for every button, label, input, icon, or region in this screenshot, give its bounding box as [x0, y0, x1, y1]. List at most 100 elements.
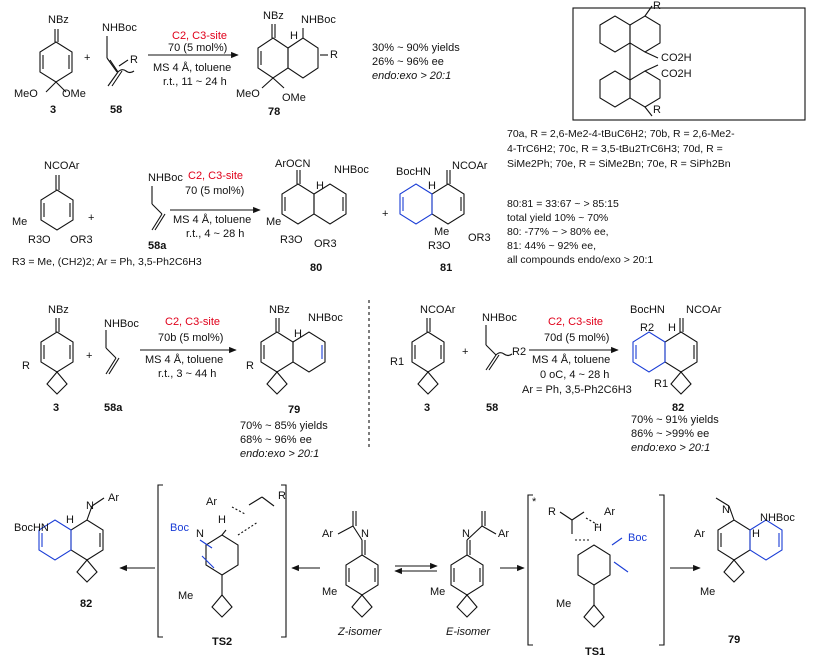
condition-time-row3r: 0 oC, 4 ~ 28 h: [540, 369, 610, 381]
plus-sign-row2: +: [88, 212, 95, 224]
result-ee-81: 81: 44% ~ 92% ee,: [507, 240, 597, 252]
p80-h-label: H: [316, 180, 324, 192]
ts2-n: N: [196, 528, 204, 540]
sm2-r-label: R: [130, 54, 138, 66]
p80-nhboc-label: NHBoc: [334, 164, 369, 176]
product-ome-label: OMe: [282, 92, 306, 104]
p80-or-label: R3O: [280, 234, 303, 246]
condition-catalyst-row2: 70 (5 mol%): [185, 185, 245, 197]
r3r-ncoar-label: NCOAr: [420, 304, 456, 316]
structure-81: [399, 170, 465, 225]
structure-3-row3-left: [40, 318, 74, 395]
compound-number-82-row3: 82: [672, 402, 685, 414]
z-ar: Ar: [322, 528, 333, 540]
condition-site: C2, C3-site: [172, 30, 228, 42]
compound-number-58a: 58a: [148, 240, 167, 252]
structure-3-row2: [40, 175, 74, 231]
p81-bochn-label: BocHN: [396, 166, 431, 178]
ts1-me: Me: [556, 598, 572, 610]
plus-sign: +: [84, 52, 91, 64]
condition-solvent-row3: MS 4 Å, toluene: [145, 354, 224, 366]
catalyst-box: [572, 7, 806, 121]
condition-catalyst-row3: 70b (5 mol%): [158, 332, 224, 344]
structure-3-row3-right: [411, 318, 445, 395]
structure-3-row1: [39, 29, 73, 93]
catalyst-r-bottom: R: [653, 104, 661, 116]
ts1-bracket-left: [527, 494, 533, 646]
p80-me-label: Me: [266, 216, 282, 228]
condition-time-row2: r.t., 4 ~ 28 h: [186, 228, 245, 240]
e-ar: Ar: [498, 528, 509, 540]
r3r-prod-r1: R1: [654, 378, 669, 390]
result-endo: all compounds endo/exo > 20:1: [507, 254, 654, 266]
e-isomer-label: E-isomer: [446, 626, 491, 638]
yield-range-82: 70% ~ 91% yields: [631, 414, 719, 426]
r3l-prod-nbz: NBz: [269, 304, 290, 316]
ts2-bracket-left: [157, 484, 163, 638]
compound-number-82-row4: 82: [80, 598, 93, 610]
ts1-ar: Ar: [604, 506, 615, 518]
plus-sign-row3r: +: [462, 346, 469, 358]
p81-or2-label: OR3: [468, 232, 491, 244]
product-nbz-label: NBz: [263, 10, 284, 22]
p81-h-label: H: [428, 180, 436, 192]
p81-me-label: Me: [434, 226, 450, 238]
compound-number-58-row3r: 58: [486, 402, 499, 414]
product-h-label: H: [290, 30, 298, 42]
condition-ar-row3r: Ar = Ph, 3,5-Ph2C6H3: [522, 384, 632, 396]
r3l-prod-nhboc: NHBoc: [308, 312, 343, 324]
sm1-meo-label: MeO: [14, 88, 38, 100]
sm1-group-label: NBz: [48, 14, 69, 26]
condition-site-row3: C2, C3-site: [165, 316, 221, 328]
p81-or-label: R3O: [428, 240, 451, 252]
plus-sign-row2b: +: [382, 208, 389, 220]
compound-number-78: 78: [268, 106, 281, 118]
ts1-label: TS1: [585, 646, 606, 658]
compound-number-79-row4: 79: [728, 634, 741, 646]
structure-79-row3: [260, 318, 326, 395]
e-isomer-structure: [450, 511, 497, 618]
compound-number-3: 3: [50, 104, 57, 116]
sm3-or-label: R3O: [28, 234, 51, 246]
ts1-boc: Boc: [628, 532, 647, 544]
product-r-label: R: [330, 49, 338, 61]
product-meo-label: MeO: [236, 88, 260, 100]
catalyst-r-top: R: [653, 0, 661, 12]
ts1-star: *: [532, 496, 537, 508]
structure-58a-row3: [105, 330, 120, 375]
r3r-prod-bochn: BocHN: [630, 304, 665, 316]
condition-catalyst: 70 (5 mol%): [168, 42, 228, 54]
r4-79-h: H: [752, 528, 760, 540]
plus-sign-row3: +: [86, 350, 93, 362]
sm3-me-label: Me: [12, 216, 28, 228]
e-me: Me: [430, 586, 446, 598]
yield-range-79: 70% ~ 85% yields: [240, 420, 328, 432]
p81-ncoar-label: NCOAr: [452, 160, 488, 172]
p80-arocn-label: ArOCN: [275, 158, 311, 170]
z-isomer-label: Z-isomer: [338, 626, 382, 638]
condition-solvent-row2: MS 4 Å, toluene: [173, 214, 252, 226]
z-me: Me: [322, 586, 338, 598]
condition-time-row3: r.t., 3 ~ 44 h: [158, 368, 217, 380]
catalyst-legend-line2: 4-TrC6H2; 70c, R = 3,5-tBu2TrC6H3; 70d, …: [507, 143, 723, 155]
compound-number-80: 80: [310, 262, 323, 274]
structure-80: [281, 170, 347, 225]
compound-number-3-row3r: 3: [424, 402, 431, 414]
result-ee-80: 80: -77% ~ > 80% ee,: [507, 226, 609, 238]
ee-range-79: 68% ~ 96% ee: [240, 434, 312, 446]
ts2-bracket-right: [281, 484, 287, 638]
e-n: N: [462, 528, 470, 540]
condition-time: r.t., 11 ~ 24 h: [163, 76, 227, 88]
sm4-nhboc-label: NHBoc: [148, 172, 183, 184]
ts2-structure: [199, 496, 275, 618]
product-nhboc-label: NHBoc: [301, 14, 336, 26]
ts2-r: R: [278, 490, 286, 502]
sm3-or2-label: OR3: [70, 234, 93, 246]
ts2-boc: Boc: [170, 522, 189, 534]
r4-82-bochn: BocHN: [14, 522, 49, 534]
structure-82-row4: [38, 497, 105, 583]
ts2-ar: Ar: [206, 496, 217, 508]
r3l-prod-h: H: [294, 328, 302, 340]
ts1-structure: [559, 511, 629, 628]
